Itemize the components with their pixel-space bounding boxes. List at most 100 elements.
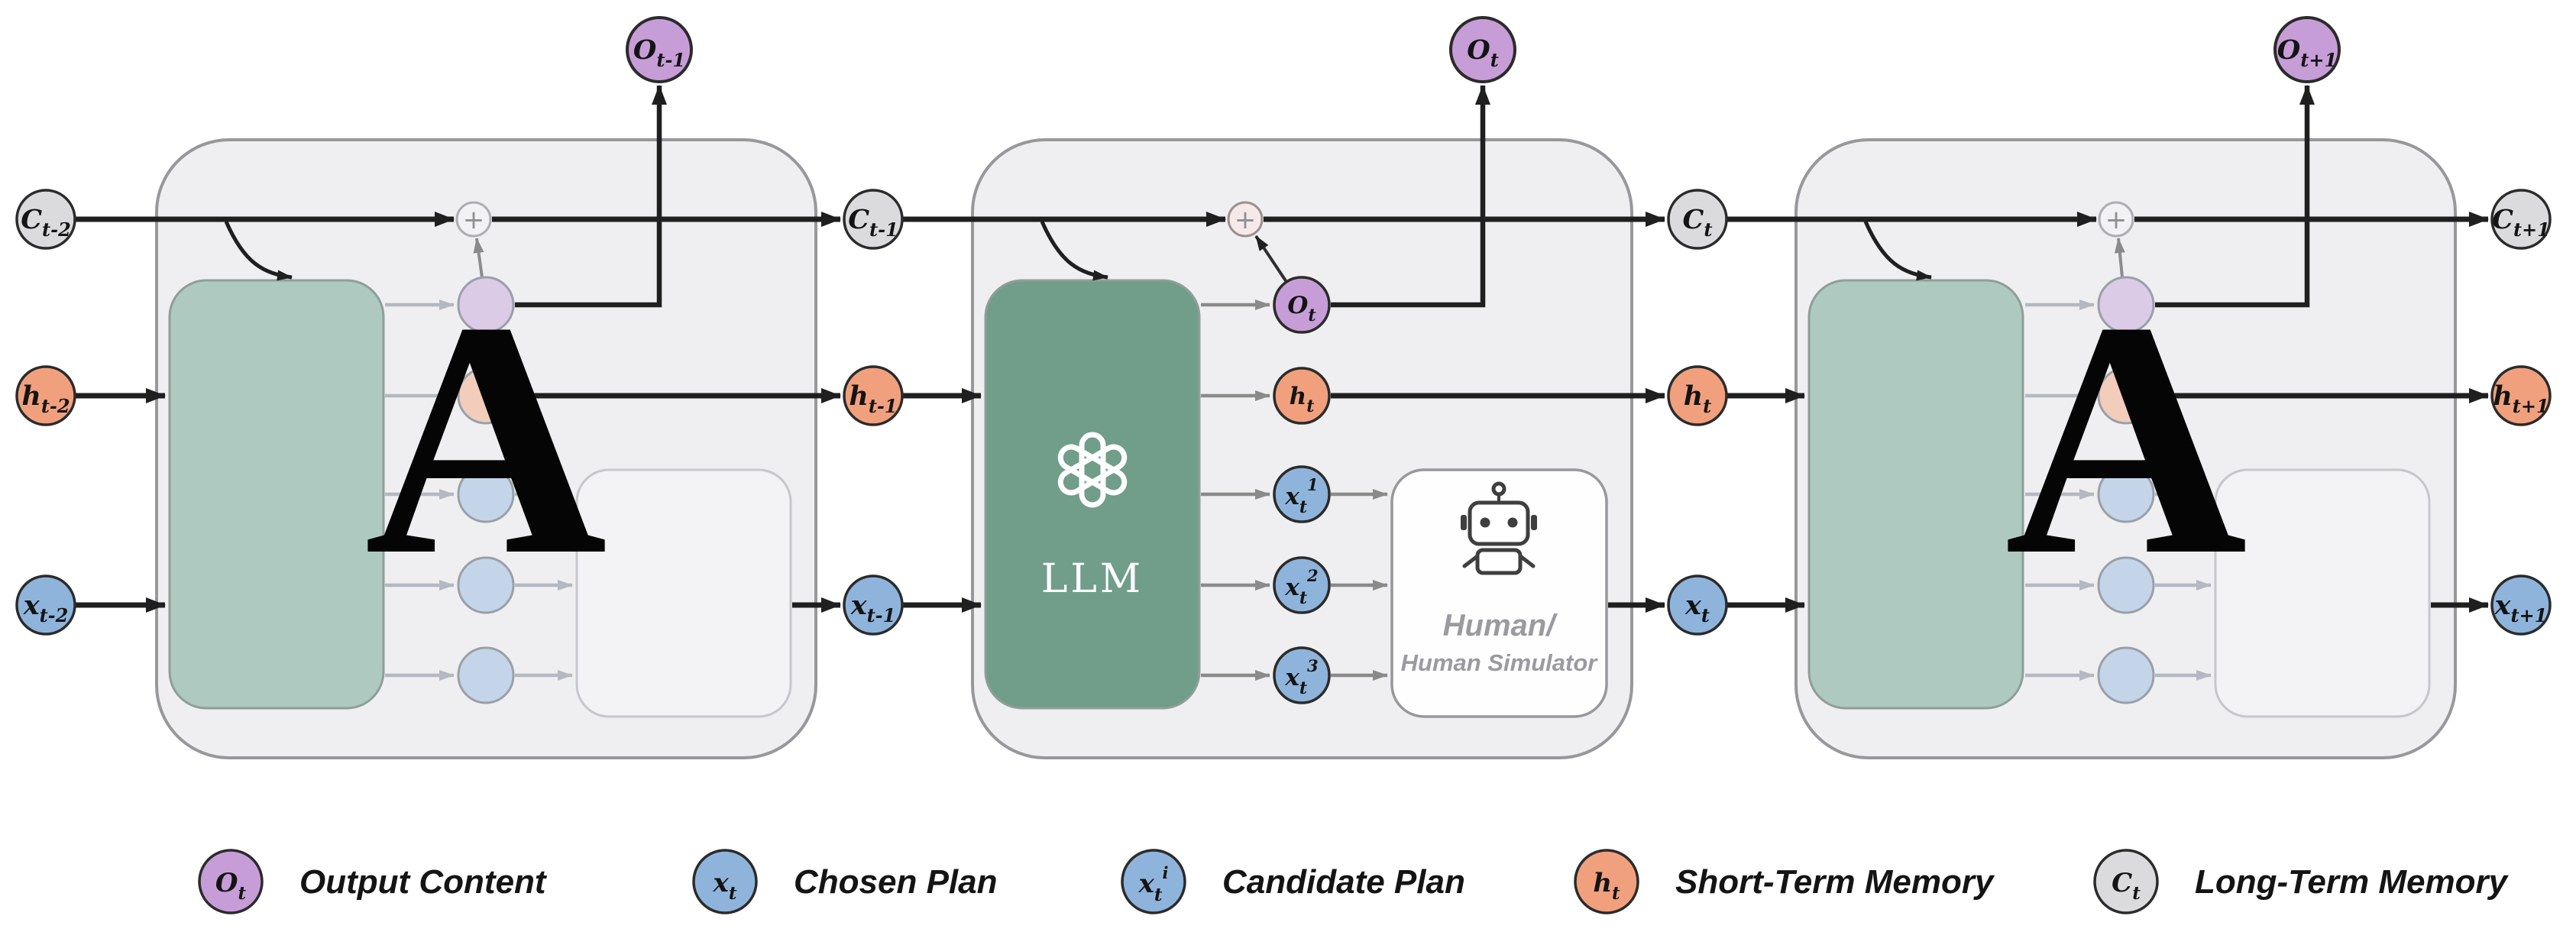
node-candidate-plan-2-label: xt2 — [1284, 566, 1318, 608]
legend-symbol: Ot — [215, 868, 247, 904]
cell-current-boxes: LLM Human/ Human Simulator — [984, 279, 1608, 718]
node-candidate-faded — [2097, 646, 2155, 704]
node-x-t: xt — [1667, 574, 1728, 636]
llm-box-faded — [1807, 279, 2024, 710]
node-o-t-plus-1-label: Ot+1 — [2277, 34, 2337, 71]
human-box-subtitle: Human Simulator — [1401, 649, 1599, 676]
node-o-t-label: Ot — [1467, 34, 1499, 71]
cell-next-label: A — [2005, 253, 2248, 625]
llm-output-arrows-faded — [385, 299, 2212, 681]
llm-output-arrows — [1201, 299, 1388, 681]
legend-item-chosen-plan: xt Chosen Plan — [692, 849, 998, 914]
legend-label: Long-Term Memory — [2195, 863, 2510, 901]
llm-box-faded — [168, 279, 385, 710]
legend-symbol: ht — [1593, 868, 1620, 904]
add-node-current: + — [1227, 201, 1264, 238]
node-candidate-faded — [457, 556, 515, 614]
state-nodes: Ct-2 ht-2 xt-2 Ct-1 ht-1 xt-1 Ct ht — [15, 189, 2552, 636]
node-short-term-inner-label: ht — [1290, 383, 1315, 416]
cell-previous-label: A — [364, 253, 607, 625]
node-output-faded — [2097, 276, 2155, 334]
human-box-title: Human/ — [1443, 609, 1558, 642]
legend-item-candidate-plan: xti Candidate Plan — [1121, 849, 1465, 914]
plus-icon: + — [2105, 205, 2128, 235]
legend-label: Short-Term Memory — [1675, 863, 1995, 901]
human-box — [1390, 468, 1608, 718]
output-to-plus-arrows — [473, 235, 2125, 283]
node-candidate-plan-3-label: xt3 — [1284, 656, 1318, 698]
node-c-t: Ct — [1667, 189, 1728, 250]
legend-item-output-content: Ot Output Content — [198, 849, 548, 914]
legend-label: Candidate Plan — [1222, 863, 1465, 901]
node-short-term-inner: ht — [1273, 367, 1331, 425]
plus-icon: + — [463, 205, 485, 235]
output-elbow-arrows — [515, 85, 2315, 308]
node-candidate-faded — [2097, 465, 2155, 523]
node-c-t-label: Ct — [1683, 204, 1713, 241]
node-candidate-plan-1-label: xt1 — [1284, 475, 1318, 517]
legend-label: Chosen Plan — [794, 863, 998, 901]
node-candidate-plan-3: xt3 — [1273, 646, 1331, 704]
cell-previous-nodes-faded — [457, 276, 515, 704]
node-candidate-faded — [457, 465, 515, 523]
human-box-faded — [575, 468, 792, 718]
node-candidate-faded — [457, 646, 515, 704]
node-short-term-faded — [2097, 367, 2155, 425]
cell-current-nodes: Ot ht xt1 xt2 xt3 — [1273, 276, 1331, 704]
node-candidate-plan-1: xt1 — [1273, 465, 1331, 523]
legend-symbol: Ct — [2112, 868, 2141, 904]
robot-icon — [1461, 481, 1537, 575]
human-box-faded — [2214, 468, 2431, 718]
node-c-t-1-label: Ct-1 — [848, 204, 898, 241]
cell-next-boxes — [1807, 279, 2431, 718]
node-c-t-plus-1-label: Ct+1 — [2492, 204, 2550, 241]
node-output-inner-label: Ot — [1287, 292, 1316, 325]
plus-icon: + — [1235, 205, 1257, 235]
node-c-t-2-label: Ct-2 — [21, 204, 71, 241]
node-h-t-1-label: ht-1 — [849, 380, 897, 417]
cell-previous-boxes — [168, 279, 792, 718]
node-o-t-plus-1: Ot+1 — [2273, 16, 2341, 83]
node-x-t-1-label: xt-1 — [850, 590, 896, 626]
node-h-t: ht — [1667, 365, 1728, 426]
node-x-t-label: xt — [1684, 590, 1710, 626]
node-candidate-faded — [2097, 556, 2155, 614]
node-output-faded — [457, 276, 515, 334]
llm-label: LLM — [1041, 556, 1144, 602]
node-short-term-faded — [457, 367, 515, 425]
node-c-t-1: Ct-1 — [843, 189, 904, 250]
node-h-t-plus-1: ht+1 — [2490, 365, 2552, 426]
node-o-t-1-label: Ot-1 — [633, 34, 685, 71]
node-output-inner: Ot — [1273, 276, 1331, 334]
node-c-t-2: Ct-2 — [15, 189, 76, 250]
memory-branch-curves — [224, 220, 1932, 281]
output-nodes: Ot-1 Ot Ot+1 — [626, 16, 2341, 83]
node-x-t-1: xt-1 — [843, 574, 904, 636]
legend-item-long-term-memory: Ct Long-Term Memory — [2093, 849, 2510, 914]
add-nodes: + + + — [455, 201, 2134, 238]
node-x-t-2-label: xt-2 — [23, 590, 69, 626]
node-h-t-2-label: ht-2 — [21, 380, 70, 417]
node-h-t-label: ht — [1684, 380, 1712, 417]
legend-symbol: xti — [1138, 863, 1169, 905]
node-x-t-plus-1-label: xt+1 — [2494, 590, 2548, 626]
legend-item-short-term-memory: ht Short-Term Memory — [1574, 849, 1995, 914]
openai-logo-icon — [1057, 432, 1128, 508]
legend-label: Output Content — [299, 863, 548, 901]
node-h-t-2: ht-2 — [15, 365, 76, 426]
node-o-t-1: Ot-1 — [626, 16, 693, 83]
node-c-t-plus-1: Ct+1 — [2490, 189, 2552, 250]
legend-symbol: xt — [713, 868, 737, 904]
node-o-t: Ot — [1449, 16, 1516, 83]
node-x-t-plus-1: xt+1 — [2490, 574, 2552, 636]
node-h-t-plus-1-label: ht+1 — [2493, 380, 2548, 417]
node-candidate-plan-2: xt2 — [1273, 556, 1331, 614]
node-x-t-2: xt-2 — [15, 574, 76, 636]
node-h-t-1: ht-1 — [843, 365, 904, 426]
add-node-next: + — [2098, 201, 2134, 238]
cell-next-nodes-faded — [2097, 276, 2155, 704]
add-node-previous: + — [455, 201, 492, 238]
legend: Ot Output Content xt Chosen Plan xti Can… — [198, 849, 2510, 914]
